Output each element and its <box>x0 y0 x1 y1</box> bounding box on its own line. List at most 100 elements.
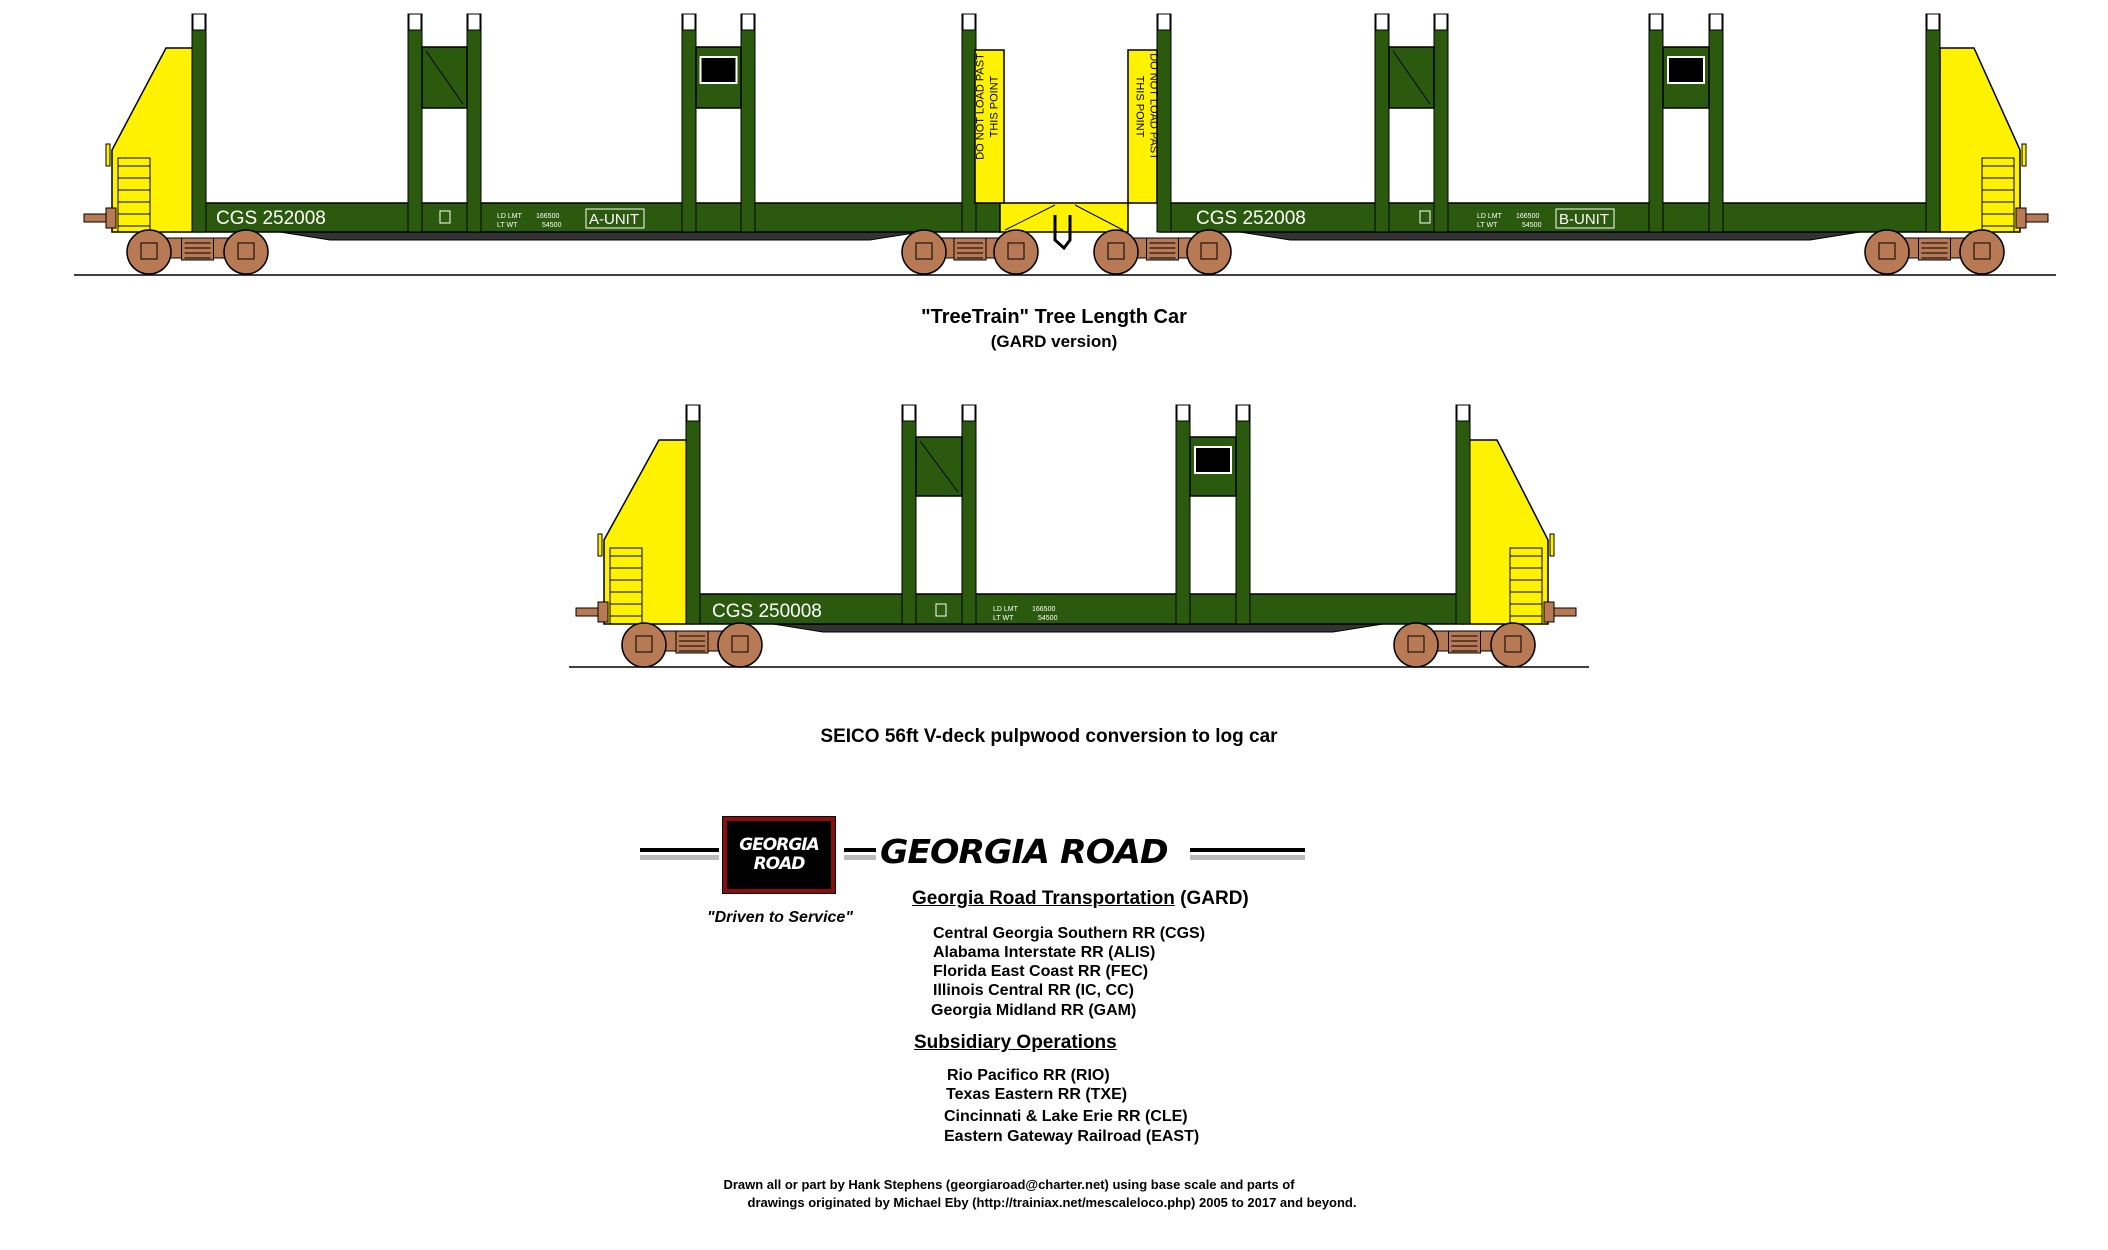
stake-cap <box>1649 13 1663 31</box>
railroad-item: Georgia Midland RR (GAM) <box>931 1002 1137 1019</box>
stake-post <box>1455 404 1471 625</box>
panel-brace <box>425 50 464 105</box>
stake-cap <box>192 13 206 31</box>
ld-lmt-label: LD LMT <box>1477 213 1503 220</box>
credits-line1: Drawn all or part by Hank Stephens (geor… <box>723 1177 1295 1192</box>
treetrain-subtitle: (GARD version) <box>990 332 1118 351</box>
brake-wheel <box>2021 143 2027 167</box>
seico-caption: SEICO 56ft V-deck pulpwood conversion to… <box>820 726 1278 747</box>
lt-wt-value: 54500 <box>542 222 562 229</box>
stake-post <box>1648 13 1664 233</box>
journal-box <box>1007 242 1025 260</box>
reporting-mark: CGS 252008 <box>216 208 326 229</box>
spring-package <box>181 237 214 261</box>
journal-box <box>1878 242 1896 260</box>
logo-stripe-left <box>640 848 719 852</box>
capacity-stencil-icon <box>935 603 947 617</box>
stake-post <box>1433 13 1449 233</box>
stake-post <box>1708 13 1724 233</box>
load-warning-text: THIS POINT <box>989 75 1001 137</box>
coupler-knuckle <box>105 207 117 229</box>
stake-cap <box>1434 13 1448 31</box>
motto: "Driven to Service" <box>707 909 853 926</box>
wheel <box>1393 622 1439 668</box>
reporting-mark: CGS 252008 <box>1196 208 1306 229</box>
ld-lmt-value: 166500 <box>1032 606 1055 613</box>
wheel <box>621 622 667 668</box>
journal-box <box>731 635 749 653</box>
stake-post <box>681 13 697 233</box>
subsidiary-heading: Subsidiary Operations <box>914 1032 1117 1054</box>
stake-post <box>740 13 756 233</box>
stake-post <box>1374 13 1390 233</box>
stake-post <box>1235 404 1251 625</box>
end-bulkhead <box>111 47 201 233</box>
journal-box <box>1107 242 1125 260</box>
subsidiary-heading-text: Subsidiary Operations <box>914 1032 1117 1053</box>
center-sill <box>772 623 1384 633</box>
journal-box <box>1200 242 1218 260</box>
reporting-mark: CGS 250008 <box>712 601 822 622</box>
panel-logo-icon <box>699 56 738 84</box>
stake-cap <box>1375 13 1389 31</box>
journal-box <box>635 635 653 653</box>
stake-cap <box>467 13 481 31</box>
center-sill <box>279 231 921 241</box>
stake-post <box>685 404 701 625</box>
lt-wt-label: LT WT <box>497 222 518 229</box>
journal-box <box>1973 242 1991 260</box>
wheel <box>223 229 269 275</box>
wheel <box>1864 229 1910 275</box>
load-warning-text: DO NOT LOAD PAST <box>1148 53 1160 160</box>
stake-cap <box>962 13 976 31</box>
stake-cap <box>1157 13 1171 31</box>
company-code: (GARD) <box>1180 888 1249 909</box>
end-bulkhead <box>603 439 694 625</box>
journal-box <box>915 242 933 260</box>
georgia-road-logo: GEORGIA ROAD <box>722 816 836 894</box>
unit-label-box <box>585 208 645 229</box>
deck-side-sill <box>1159 202 1941 233</box>
georgia-road-wordmark: GEORGIA ROAD <box>880 832 1169 871</box>
stake-cap <box>408 13 422 31</box>
stake-post <box>901 404 917 625</box>
lt-wt-value: 54500 <box>1038 615 1058 622</box>
end-ladder <box>117 157 151 233</box>
logo-stripe-right-gray <box>1190 855 1305 860</box>
brake-wheel <box>597 533 603 557</box>
wheel <box>901 229 947 275</box>
end-ladder <box>1509 547 1543 625</box>
yoke-brace <box>1074 204 1124 231</box>
lt-wt-label: LT WT <box>993 615 1014 622</box>
capacity-stencil-icon <box>439 210 451 224</box>
company-heading: Georgia Road Transportation (GARD) <box>912 888 1249 910</box>
end-bulkhead <box>1462 439 1549 625</box>
center-bulkhead <box>974 49 1005 204</box>
end-ladder <box>609 547 643 625</box>
coupler-knuckle <box>1543 601 1555 623</box>
unit-label: B-UNIT <box>1559 211 1609 228</box>
stake-cap <box>1236 404 1250 422</box>
ld-lmt-value: 166500 <box>1516 213 1539 220</box>
unit-label: A-UNIT <box>589 211 639 228</box>
credits-line2: drawings originated by Michael Eby (http… <box>747 1195 1357 1210</box>
brake-wheel <box>105 143 111 167</box>
railroad-item: Florida East Coast RR (FEC) <box>933 963 1149 980</box>
end-bulkhead <box>1939 47 2021 233</box>
stake-post <box>1925 13 1941 233</box>
lt-wt-label: LT WT <box>1477 222 1498 229</box>
stake-post <box>466 13 482 233</box>
treetrain-title: "TreeTrain" Tree Length Car <box>921 306 1187 328</box>
unit-label-box <box>1555 208 1615 229</box>
stake-cap <box>1926 13 1940 31</box>
stake-cap <box>682 13 696 31</box>
panel-logo-icon <box>1667 56 1705 84</box>
journal-box <box>237 242 255 260</box>
panel-brace <box>919 440 959 493</box>
spring-package <box>1448 630 1481 654</box>
wheel <box>126 229 172 275</box>
brake-wheel <box>1549 533 1555 557</box>
wheel <box>993 229 1039 275</box>
connector-yoke <box>999 202 1129 233</box>
center-sill <box>1239 231 1861 241</box>
